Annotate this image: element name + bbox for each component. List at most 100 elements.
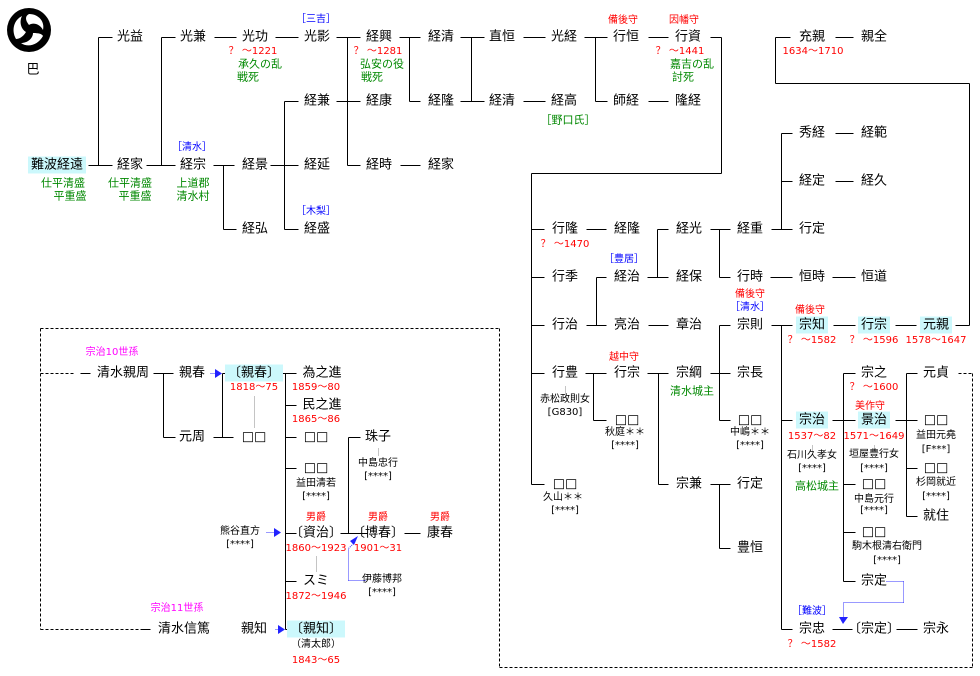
spouse-or-note: [****] [860, 505, 888, 516]
person-name: 光功 [241, 29, 269, 45]
title-or-dates: ？ ～1582 [787, 639, 837, 650]
person-name: 経弘 [241, 221, 269, 237]
spouse-or-note: [****] [860, 463, 888, 474]
person-name: 行資 [674, 29, 702, 45]
person-name: □□ [303, 429, 329, 445]
person-name: 恒道 [860, 269, 888, 285]
spouse-or-note: [****] [226, 539, 254, 550]
person-name: 親知 [240, 621, 268, 637]
note: 高松城主 [795, 479, 839, 493]
note: 清水城主 [670, 384, 714, 398]
note: 仕平清盛 [108, 176, 152, 190]
person-name: 行宗 [613, 365, 641, 381]
note: 平重盛 [118, 189, 152, 203]
person-name: □□ [241, 429, 267, 445]
person-name: 行時 [736, 269, 764, 285]
tomoe-crest-icon [7, 8, 51, 52]
person-name: 経隆 [427, 93, 455, 109]
title-or-dates: 1865～86 [291, 414, 341, 425]
title-or-dates: ？ ～1470 [540, 239, 590, 250]
person-name: 宗之 [860, 365, 888, 381]
person-name: 宗長 [736, 365, 764, 381]
person-name: 行宗 [857, 316, 891, 334]
house-name: ［難波］ [792, 606, 832, 617]
spouse-or-note: [****] [736, 440, 764, 451]
spouse-or-note: 久山＊＊ [543, 492, 583, 503]
person-name: 元親 [919, 316, 953, 334]
person-name: スミ [302, 573, 330, 589]
note: 弘安の役 [360, 57, 404, 71]
note: 仕平清盛 [41, 176, 85, 190]
spouse-or-note: 益田清若 [296, 478, 336, 489]
note: 戦死 [361, 70, 383, 84]
person-name: 隆経 [674, 93, 702, 109]
note: 清水村 [176, 189, 210, 203]
house-name: ［木梨］ [296, 206, 336, 217]
spouse-or-note: [****] [302, 491, 330, 502]
person-name: 経光 [675, 221, 703, 237]
spouse-or-note: [****] [368, 587, 396, 598]
person-name: 経隆 [613, 221, 641, 237]
note: 嘉吉の乱 [670, 57, 714, 71]
person-name: □□ [614, 412, 640, 428]
person-name: 経定 [798, 173, 826, 189]
title-or-dates: 男爵 [368, 512, 388, 523]
generation-label: 宗治10世孫 [85, 347, 139, 358]
person-name: 行治 [551, 317, 579, 333]
title-or-dates: ？ ～1221 [228, 46, 278, 57]
person-name: 充親 [798, 29, 826, 45]
title-or-dates: 1634～1710 [782, 46, 844, 57]
person-name: 清水信篤 [157, 621, 211, 637]
title-or-dates: ？ ～1582 [787, 335, 837, 346]
person-name: 行恒 [612, 29, 640, 45]
person-name: □□ [303, 460, 329, 476]
spouse-or-note: [****] [873, 555, 901, 566]
person-name: 経景 [241, 157, 269, 173]
person-name: 恒時 [798, 269, 826, 285]
person-name: 元周 [178, 429, 206, 445]
spouse-or-note: [****] [611, 440, 639, 451]
person-name: 宗兼 [675, 476, 703, 492]
title-or-dates: 男爵 [430, 512, 450, 523]
person-name: 亮治 [613, 317, 641, 333]
person-name: 〔博春〕 [351, 525, 405, 541]
person-name: 経興 [365, 29, 393, 45]
arrow-head-icon [278, 625, 285, 634]
person-name: 経家 [427, 157, 455, 173]
title-or-dates: 1578～1647 [905, 335, 967, 346]
title-or-dates: 越中守 [609, 352, 639, 363]
person-name: 光兼 [179, 29, 207, 45]
title-or-dates: 備後守 [735, 289, 765, 300]
person-name: 光影 [303, 29, 331, 45]
person-name: 景治 [857, 411, 891, 429]
title-or-dates: ？ ～1441 [655, 46, 705, 57]
person-name: 経清 [427, 29, 455, 45]
spouse-or-note: 杉岡就近 [916, 477, 956, 488]
person-name: □□ [861, 476, 887, 492]
person-name: 経久 [860, 173, 888, 189]
house-name: ［豊居］ [604, 254, 644, 265]
spouse-or-note: 熊谷直方 [220, 526, 260, 537]
person-name: 宗忠 [798, 621, 826, 637]
note: ［野口氏］ [540, 113, 596, 127]
person-name: 〔親知〕 [286, 620, 346, 638]
person-name: 経家 [116, 157, 144, 173]
person-name: 康春 [426, 525, 454, 541]
title-or-dates: ？ ～1281 [353, 46, 403, 57]
title-or-dates: 1571～1649 [843, 431, 905, 442]
title-or-dates: 備後守 [795, 305, 825, 316]
spouse-or-note: 秋庭＊＊ [605, 427, 645, 438]
spouse-or-note: 駒木根清右衛門 [852, 541, 922, 552]
person-name: 宗知 [795, 316, 829, 334]
title-or-dates: 1818～75 [229, 382, 279, 393]
spouse-or-note: 中島忠行 [358, 458, 398, 469]
spouse-or-note: 中嶋＊＊ [730, 427, 770, 438]
person-name: 宗則 [736, 317, 764, 333]
crest-label: 巴 [26, 62, 40, 78]
person-name: 元貞 [922, 365, 950, 381]
title-or-dates: 1843～65 [291, 655, 341, 666]
person-name: 経康 [365, 93, 393, 109]
house-name: ［清水］ [172, 142, 212, 153]
